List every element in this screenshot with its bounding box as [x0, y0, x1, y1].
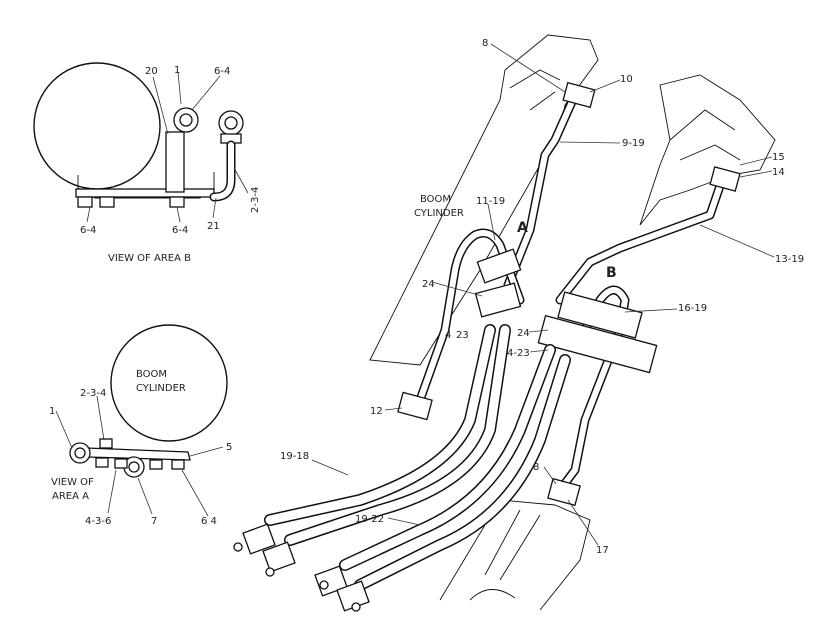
view-of-area-b-label: VIEW OF AREA B — [108, 253, 191, 264]
fitting-14 — [709, 166, 741, 192]
boom-cylinder-circle-b — [33, 62, 161, 190]
mounting-plate — [75, 188, 215, 198]
callout-19-18: 19-18 — [280, 451, 309, 462]
area-a-marker: A — [517, 220, 528, 236]
callout-14: 14 — [772, 167, 785, 178]
arm-outline — [639, 74, 776, 226]
clamp-a-upper — [476, 248, 522, 284]
bolt — [99, 438, 113, 449]
view-of-area-b: 1 20 6-4 6-4 6-4 21 2-3-4 VIEW OF AREA B — [33, 62, 261, 264]
callout-24: 24 — [422, 279, 435, 290]
main-assembly: BOOM CYLINDER A B 8 10 9-19 15 14 13-19 … — [233, 34, 804, 612]
bolt — [169, 196, 185, 208]
cylinder-label: CYLINDER — [414, 208, 464, 219]
callout-1: 1 — [174, 65, 180, 76]
callout-6-4: 6-4 — [214, 66, 230, 77]
clamp-a-lower — [474, 282, 522, 318]
boom-outline — [369, 34, 599, 366]
callout-2-3-4: 2-3-4 — [250, 187, 261, 213]
callout-6-4: 6-4 — [172, 225, 188, 236]
hose-couplings — [233, 523, 370, 612]
bolt — [77, 196, 93, 208]
callout-8: 8 — [533, 462, 539, 473]
callout-12: 12 — [370, 406, 383, 417]
callout-24: 24 — [517, 328, 530, 339]
clamp-b-lower — [537, 314, 658, 374]
fitting-10 — [562, 81, 596, 109]
area-b-marker: B — [606, 265, 617, 281]
callout-9-19: 9-19 — [622, 138, 645, 149]
bolt — [114, 458, 128, 469]
callout-4-23: 4-23 — [507, 348, 530, 359]
boom-label: BOOM — [136, 369, 167, 380]
callout-21: 21 — [207, 221, 220, 232]
callout-13-19: 13-19 — [775, 254, 804, 265]
callout-6-4: 6 4 — [201, 516, 217, 527]
callout-4: 4 — [445, 330, 451, 341]
callout-8: 8 — [482, 38, 488, 49]
callout-1: 1 — [49, 406, 55, 417]
callout-17: 17 — [596, 545, 609, 556]
clamp-b-upper — [557, 291, 643, 339]
callout-5: 5 — [226, 442, 232, 453]
cylinder-label: CYLINDER — [136, 383, 186, 394]
bolt — [99, 196, 115, 208]
callout-7: 7 — [151, 516, 157, 527]
callout-15: 15 — [772, 152, 785, 163]
callout-2-3-4: 2-3-4 — [80, 388, 106, 399]
callout-11-19: 11-19 — [476, 196, 505, 207]
callout-16-19: 16-19 — [678, 303, 707, 314]
bolt — [95, 457, 109, 468]
bolt — [149, 459, 163, 470]
callout-4-3-6: 4-3-6 — [85, 516, 111, 527]
callout-20: 20 — [145, 66, 158, 77]
callout-6-4: 6-4 — [80, 225, 96, 236]
boom-label: BOOM — [420, 194, 451, 205]
fitting-12 — [397, 391, 433, 421]
callout-10: 10 — [620, 74, 633, 85]
callout-19-22: 19-22 — [355, 514, 384, 525]
view-of-area-a: BOOM CYLINDER 2-3-4 1 5 VIEW OF AREA A 4… — [49, 324, 232, 527]
callout-23: 23 — [456, 330, 469, 341]
view-of-label: VIEW OF — [51, 477, 94, 488]
boom-cylinder-circle-a — [110, 324, 228, 442]
bracket-post — [165, 131, 185, 193]
area-a-label: AREA A — [52, 491, 89, 502]
bolt — [171, 459, 185, 470]
fitting-17 — [547, 477, 581, 507]
